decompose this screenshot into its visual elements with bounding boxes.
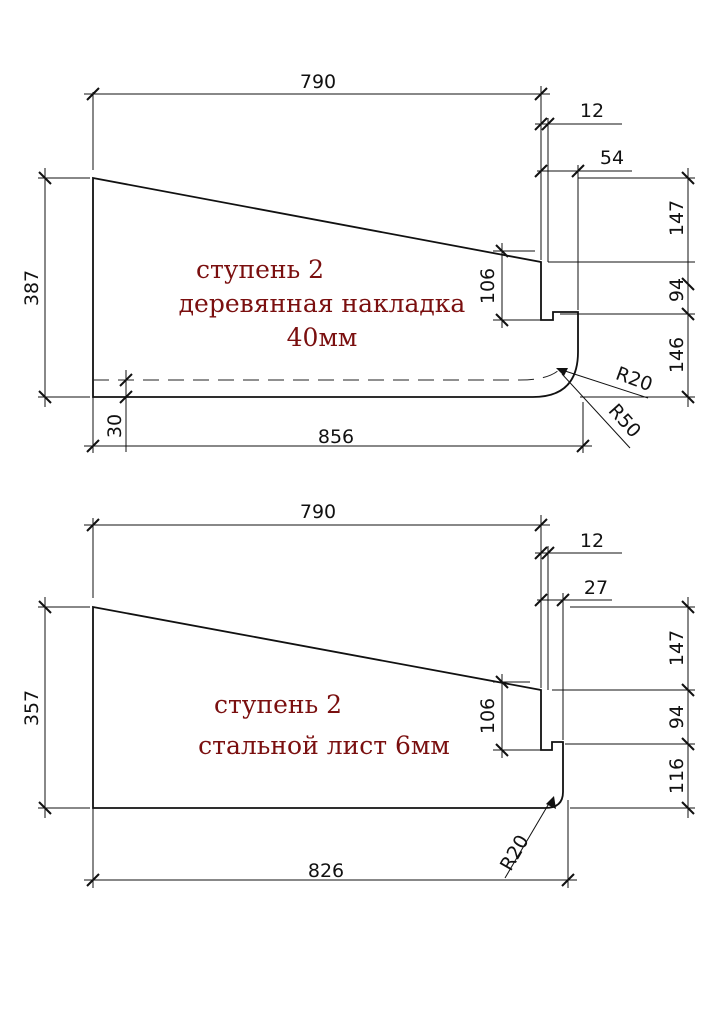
dim-text-top-width-1: 790 bbox=[300, 71, 336, 93]
part-outline-1 bbox=[92, 176, 579, 398]
dim-text-right-mid-2: 94 bbox=[666, 705, 688, 729]
hidden-line-overlay bbox=[93, 367, 562, 381]
dim-height-1 bbox=[38, 168, 90, 407]
drawing-2: 790 12 27 357 147 94 116 106 R20 826 сту… bbox=[21, 501, 695, 888]
dim-text-notch-depth-1: 54 bbox=[600, 147, 624, 169]
dim-notch-depth-1 bbox=[534, 164, 632, 310]
label-line-2-1: ступень 2 bbox=[214, 690, 342, 719]
radius-leader-2 bbox=[504, 796, 556, 879]
dim-text-right-bottom-1: 146 bbox=[666, 337, 688, 373]
dim-bottom-width-1 bbox=[84, 397, 592, 453]
dim-gap-2 bbox=[534, 546, 622, 690]
label-line-1-2: деревянная накладка bbox=[179, 289, 466, 318]
dim-top-width-1 bbox=[84, 86, 550, 260]
radius-leaders-1 bbox=[556, 368, 649, 449]
dim-text-top-width-2: 790 bbox=[300, 501, 336, 523]
dim-gap-1 bbox=[534, 117, 622, 262]
dim-text-height-1: 387 bbox=[21, 270, 43, 306]
dim-text-right-bottom-2: 116 bbox=[666, 758, 688, 794]
dim-text-gap-2: 12 bbox=[580, 530, 604, 552]
dim-top-width-2 bbox=[84, 515, 550, 688]
label-line-1-1: ступень 2 bbox=[196, 255, 324, 284]
dim-text-bottom-width-1: 856 bbox=[318, 426, 354, 448]
dim-height-2 bbox=[38, 597, 90, 818]
dim-notch-height-2 bbox=[493, 674, 541, 758]
dim-text-radius-small-1: R20 bbox=[613, 363, 656, 396]
dim-offset-1 bbox=[119, 370, 133, 452]
dim-text-right-mid-1: 94 bbox=[666, 278, 688, 302]
dim-text-notch-height-2: 106 bbox=[477, 698, 499, 734]
dim-right-chain-1 bbox=[548, 168, 695, 407]
dim-right-chain-2 bbox=[552, 597, 695, 818]
dim-text-gap-1: 12 bbox=[580, 100, 604, 122]
part-outline-2 bbox=[92, 605, 564, 809]
dim-text-notch-height-1: 106 bbox=[477, 268, 499, 304]
dim-text-right-top-2: 147 bbox=[666, 630, 688, 666]
label-line-1-3: 40мм bbox=[287, 323, 358, 352]
dim-notch-depth-2 bbox=[534, 593, 612, 740]
dim-text-offset-1: 30 bbox=[104, 414, 126, 438]
dim-text-radius-large-1: R50 bbox=[604, 400, 645, 443]
label-line-2-2: стальной лист 6мм bbox=[198, 731, 450, 760]
dim-text-height-2: 357 bbox=[21, 690, 43, 726]
dim-text-notch-depth-2: 27 bbox=[584, 577, 608, 599]
dim-bottom-width-2 bbox=[84, 800, 577, 888]
dim-text-bottom-width-2: 826 bbox=[308, 860, 344, 882]
drawing-1: 790 12 54 387 147 94 146 106 R20 R50 30 … bbox=[21, 71, 695, 453]
dim-text-radius-2: R20 bbox=[496, 831, 534, 874]
dim-text-right-top-1: 147 bbox=[666, 200, 688, 236]
dim-notch-height-1 bbox=[493, 243, 541, 328]
